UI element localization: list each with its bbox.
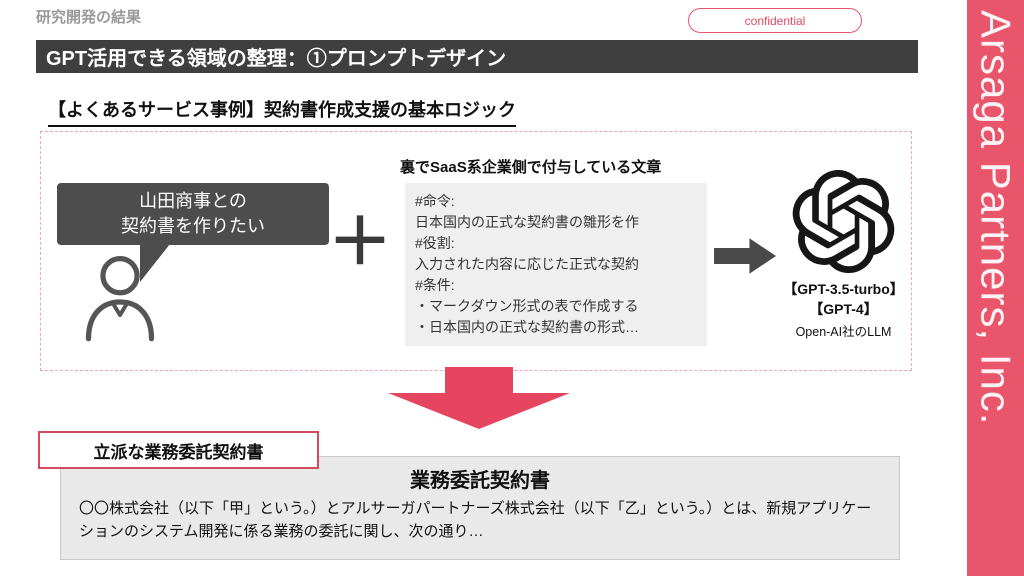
result-tag: 立派な業務委託契約書 — [38, 431, 319, 469]
document-box: 業務委託契約書 〇〇株式会社（以下「甲」という。）とアルサーガパートナーズ株式会… — [60, 456, 900, 560]
user-speech-text: 山田商事との 契約書を作りたい — [121, 190, 265, 236]
brand-text: Arsaga Partners, Inc. — [972, 10, 1020, 426]
prompt-caption: 裏でSaaS系企業側で付与している文章 — [400, 159, 662, 176]
confidential-badge-label: confidential — [744, 13, 806, 28]
speech-bubble-tail — [140, 244, 170, 282]
model-text-block: 【GPT-3.5-turbo】 【GPT-4】 Open-AI社のLLM — [766, 280, 921, 340]
document-body: 〇〇株式会社（以下「甲」という。）とアルサーガパートナーズ株式会社（以下「乙」と… — [79, 500, 872, 541]
document-title: 業務委託契約書 — [410, 470, 550, 492]
model-caption: Open-AI社のLLM — [795, 325, 892, 340]
arrow-down-icon — [388, 367, 570, 429]
arrow-right-icon — [714, 238, 776, 274]
page-title: GPT活用できる領域の整理：①プロンプトデザイン — [46, 48, 507, 70]
result-tag-label: 立派な業務委託契約書 — [93, 442, 264, 462]
openai-logo-icon — [792, 170, 895, 273]
section-subtitle: 【よくあるサービス事例】契約書作成支援の基本ロジック — [48, 96, 516, 127]
prompt-text: #命令: 日本国内の正式な契約書の雛形を作 #役割: 入力された内容に応じた正式… — [415, 193, 639, 335]
prompt-box: #命令: 日本国内の正式な契約書の雛形を作 #役割: 入力された内容に応じた正式… — [405, 183, 707, 346]
person-icon — [85, 256, 155, 342]
title-bar: GPT活用できる領域の整理：①プロンプトデザイン — [36, 40, 918, 73]
brand-sidebar: Arsaga Partners, Inc. — [967, 0, 1024, 576]
confidential-badge: confidential — [688, 8, 862, 33]
page-header-label: 研究開発の結果 — [36, 9, 142, 26]
plus-sign: ＋ — [328, 206, 392, 278]
model-labels: 【GPT-3.5-turbo】 【GPT-4】 — [783, 281, 904, 317]
user-speech-bubble: 山田商事との 契約書を作りたい — [57, 183, 329, 245]
